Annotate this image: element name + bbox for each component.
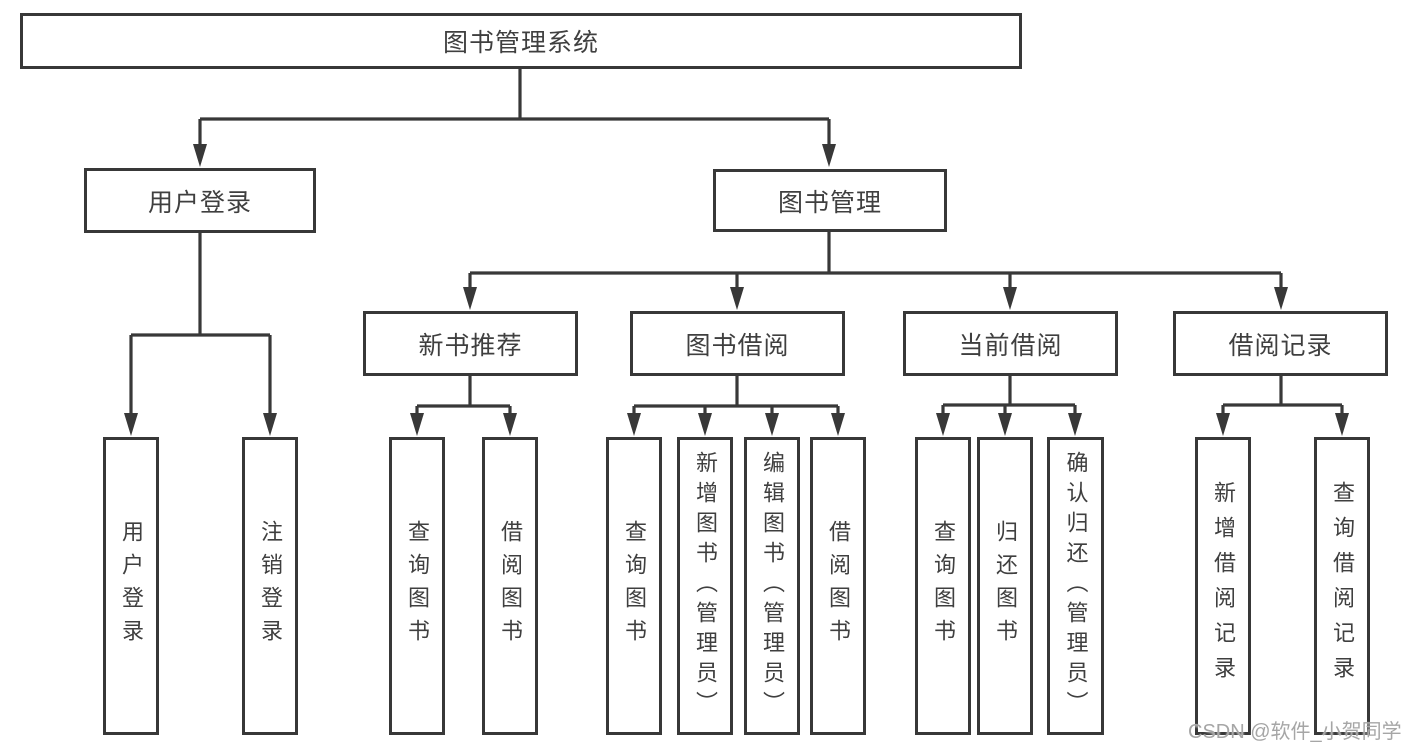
leaf-borrow-add-books-admin: 新增图书（管理员） — [677, 437, 733, 735]
node-book-borrow-label: 图书借阅 — [685, 331, 790, 360]
node-book-borrow: 图书借阅 — [630, 311, 845, 376]
connector-current-children — [936, 376, 1082, 436]
leaf-recommend-borrow-books-label: 借阅图书 — [498, 520, 523, 652]
leaf-records-query-record: 查询借阅记录 — [1314, 437, 1370, 735]
connector-borrow-children — [627, 376, 845, 436]
node-new-book-recommend: 新书推荐 — [363, 311, 578, 376]
leaf-current-confirm-return-admin-label: 确认归还（管理员） — [1063, 451, 1089, 721]
connector-records-children — [1216, 376, 1349, 436]
leaf-current-return-books-label: 归还图书 — [993, 520, 1018, 652]
leaf-current-query-books-label: 查询图书 — [931, 520, 956, 652]
leaf-logout: 注销登录 — [242, 437, 298, 735]
leaf-recommend-query-books-label: 查询图书 — [405, 520, 430, 652]
leaf-logout-label: 注销登录 — [258, 520, 283, 652]
leaf-borrow-query-books-label: 查询图书 — [622, 520, 647, 652]
leaf-user-login-label: 用户登录 — [119, 520, 144, 652]
node-borrow-records: 借阅记录 — [1173, 311, 1388, 376]
node-user-login: 用户登录 — [84, 168, 316, 233]
leaf-recommend-query-books: 查询图书 — [389, 437, 445, 735]
leaf-current-query-books: 查询图书 — [915, 437, 971, 735]
csdn-watermark: CSDN @软件_小贺同学 — [1188, 721, 1402, 743]
node-root-label: 图书管理系统 — [442, 29, 599, 57]
leaf-recommend-borrow-books: 借阅图书 — [482, 437, 538, 735]
leaf-user-login: 用户登录 — [103, 437, 159, 735]
leaf-borrow-edit-books-admin-label: 编辑图书（管理员） — [760, 451, 785, 721]
node-book-management-label: 图书管理 — [777, 188, 882, 217]
leaf-current-return-books: 归还图书 — [977, 437, 1033, 735]
leaf-records-query-record-label: 查询借阅记录 — [1330, 481, 1355, 691]
leaf-records-add-record-label: 新增借阅记录 — [1211, 481, 1236, 691]
node-book-management: 图书管理 — [713, 169, 947, 232]
node-borrow-records-label: 借阅记录 — [1228, 331, 1333, 360]
leaf-borrow-borrow-books-label: 借阅图书 — [826, 520, 851, 652]
leaf-borrow-borrow-books: 借阅图书 — [810, 437, 866, 735]
node-current-borrow-label: 当前借阅 — [958, 331, 1063, 360]
leaf-records-add-record: 新增借阅记录 — [1195, 437, 1251, 735]
node-current-borrow: 当前借阅 — [903, 311, 1118, 376]
leaf-current-confirm-return-admin: 确认归还（管理员） — [1047, 437, 1104, 735]
node-root: 图书管理系统 — [20, 13, 1022, 69]
node-user-login-label: 用户登录 — [147, 188, 252, 217]
connector-bookmgmt-to-level2 — [463, 232, 1288, 310]
connector-root-to-level1 — [193, 69, 836, 167]
leaf-borrow-query-books: 查询图书 — [606, 437, 662, 735]
node-new-book-recommend-label: 新书推荐 — [418, 331, 523, 360]
leaf-borrow-edit-books-admin: 编辑图书（管理员） — [744, 437, 800, 735]
connector-recommend-children — [410, 376, 517, 436]
leaf-borrow-add-books-admin-label: 新增图书（管理员） — [693, 451, 718, 721]
connector-login-children — [124, 233, 277, 436]
